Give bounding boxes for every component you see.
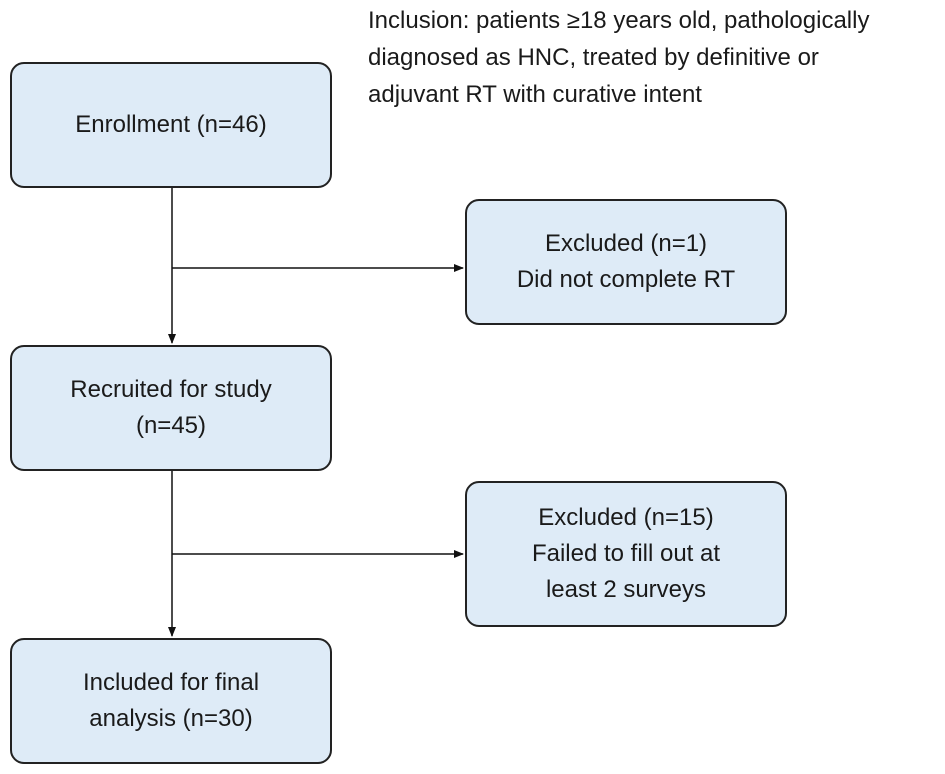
inclusion-line: adjuvant RT with curative intent [368, 81, 702, 108]
recruited-label: Recruited for study [70, 376, 272, 403]
recruited-box: Recruited for study (n=45) [10, 345, 332, 471]
excluded-2-count: Excluded (n=15) [538, 504, 714, 531]
inclusion-criteria-note: Inclusion: patients ≥18 years old, patho… [368, 2, 945, 113]
inclusion-line: Inclusion: patients ≥18 years old, patho… [368, 7, 870, 34]
final-analysis-box: Included for final analysis (n=30) [10, 638, 332, 764]
final-label: Included for final [82, 669, 260, 696]
enrollment-box: Enrollment (n=46) [10, 62, 332, 188]
excluded-1-reason: Did not complete RT [516, 266, 736, 293]
excluded-1-count: Excluded (n=1) [544, 230, 708, 257]
excluded-2-reason: least 2 surveys [545, 576, 707, 603]
final-count: analysis (n=30) [89, 705, 253, 732]
excluded-1-box: Excluded (n=1) Did not complete RT [465, 199, 787, 325]
recruited-count: (n=45) [135, 412, 207, 439]
excluded-2-reason: Failed to fill out at [531, 540, 721, 567]
inclusion-line: diagnosed as HNC, treated by definitive … [368, 44, 819, 71]
excluded-2-box: Excluded (n=15) Failed to fill out at le… [465, 481, 787, 627]
enrollment-label: Enrollment (n=46) [75, 111, 267, 138]
